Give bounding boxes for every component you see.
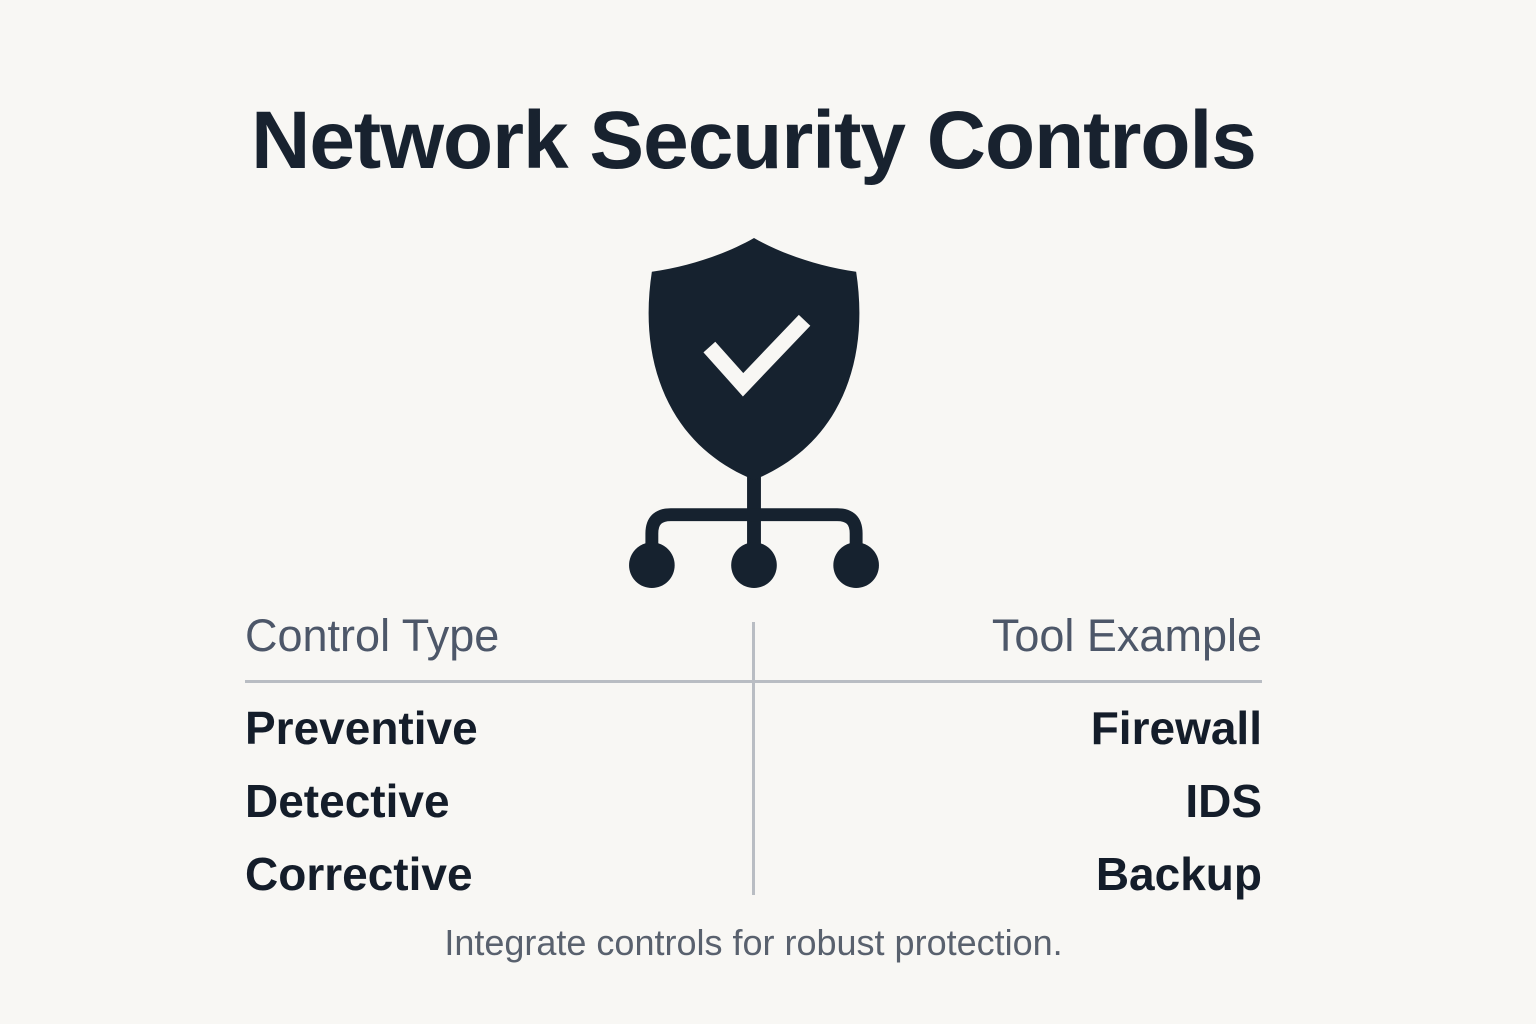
- control-type-cell: Corrective: [245, 848, 473, 900]
- column-divider-line: [752, 622, 755, 895]
- shield-check-network-icon: [625, 236, 883, 593]
- tool-example-cell: Firewall: [1090, 702, 1262, 754]
- table-row: Detective IDS: [245, 776, 1262, 827]
- tool-example-cell: IDS: [1185, 775, 1262, 827]
- table-row: Corrective Backup: [245, 849, 1262, 900]
- column-header-tool-example: Tool Example: [991, 610, 1262, 661]
- tool-example-cell: Backup: [1095, 848, 1262, 900]
- control-type-cell: Preventive: [245, 702, 478, 754]
- column-header-control-type: Control Type: [245, 610, 500, 661]
- control-type-cell: Detective: [245, 775, 450, 827]
- page-title: Network Security Controls: [251, 95, 1257, 186]
- footer-caption: Integrate controls for robust protection…: [444, 922, 1063, 963]
- table-row: Preventive Firewall: [245, 703, 1262, 754]
- content-column: Network Security Controls Control Type T…: [245, 0, 1262, 1024]
